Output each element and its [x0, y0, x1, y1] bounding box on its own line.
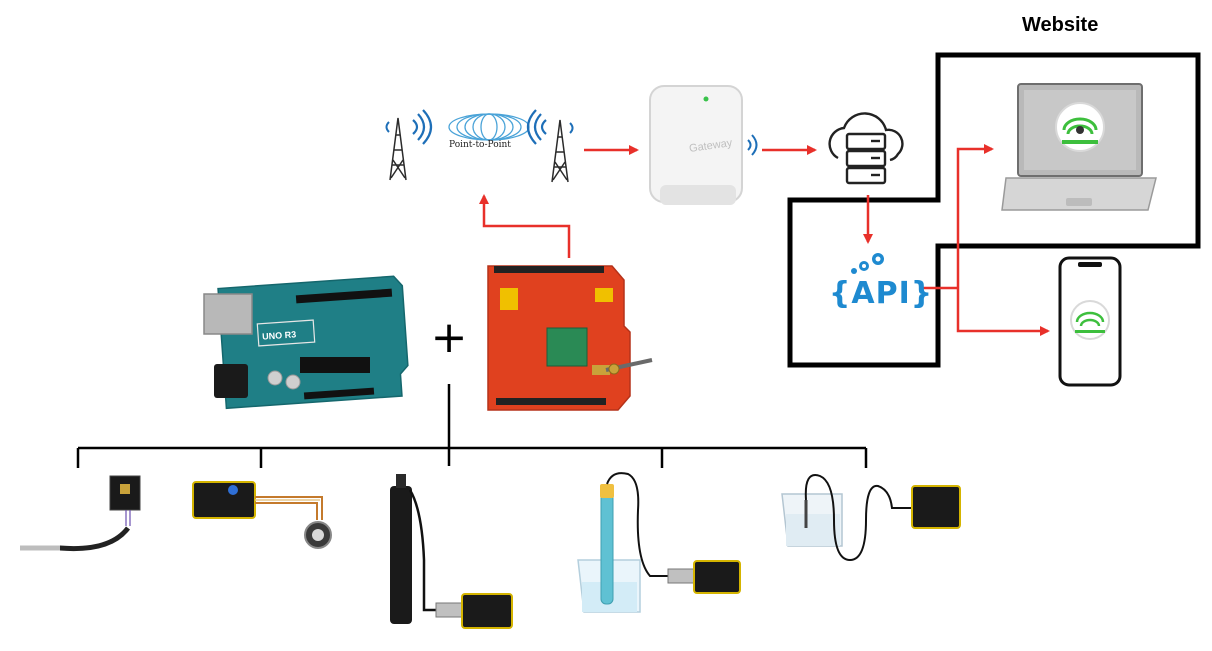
- board-label: UNO R3: [262, 329, 297, 341]
- arrow-lora-to-radio: [479, 194, 571, 258]
- radio-waves-icon: [448, 113, 530, 141]
- gateway-device-icon: [649, 85, 758, 205]
- turbidity-sensor: [192, 481, 332, 549]
- data-flow-arrows: [479, 144, 1050, 336]
- lora-shield-board: [487, 265, 653, 411]
- app-logo-icon: [1070, 300, 1110, 340]
- dissolved-oxygen-sensor: [390, 474, 513, 629]
- point-to-point-label: Point-to-Point: [449, 140, 511, 150]
- website-boundary: [787, 52, 1201, 368]
- app-logo-icon: [1055, 102, 1105, 152]
- conductivity-sensor: [781, 474, 961, 562]
- smartphone-icon: [1058, 256, 1122, 387]
- radio-tower-icon: [526, 109, 574, 183]
- temperature-sensor: [20, 475, 141, 552]
- website-title: Website: [1022, 14, 1099, 36]
- sensor-bus: [76, 384, 868, 468]
- ph-sensor: [577, 472, 741, 613]
- plus-sign: +: [431, 312, 468, 363]
- laptop-icon: [1001, 83, 1157, 211]
- radio-tower-icon: [385, 109, 433, 181]
- arrow-api-to-phone: [956, 288, 1050, 336]
- api-label: {API}: [829, 276, 934, 311]
- cloud-server-icon: [828, 112, 904, 185]
- arrow-api-to-laptop: [956, 144, 994, 288]
- arduino-uno-board: UNO R3: [203, 275, 409, 410]
- api-icon: [851, 253, 884, 274]
